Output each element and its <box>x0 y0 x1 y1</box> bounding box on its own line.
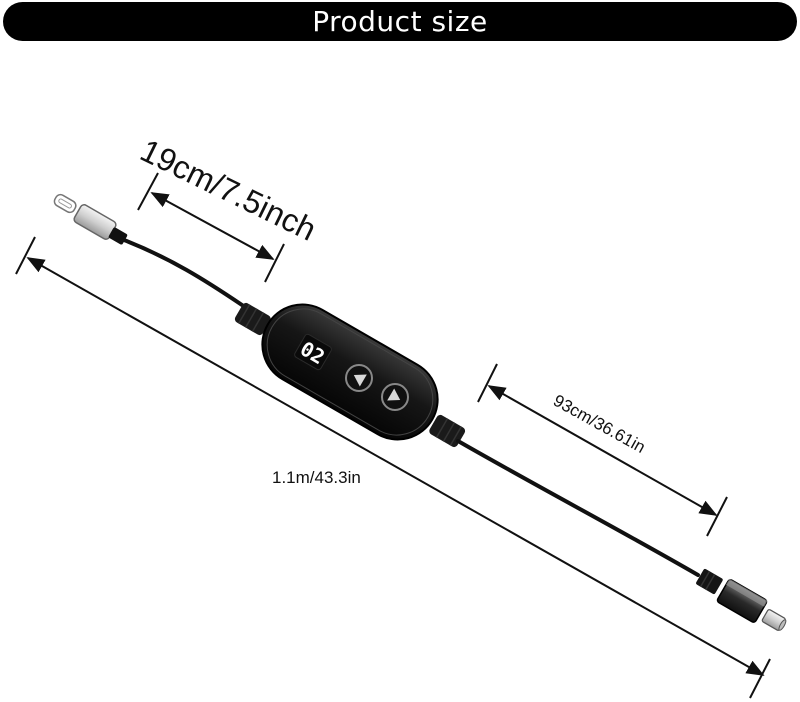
total-length-label: 1.1m/43.3in <box>272 468 361 487</box>
title-banner: Product size <box>3 2 797 41</box>
short-cable-length-label: 19cm/7.5inch <box>135 132 322 248</box>
short-dim-tick-left <box>137 172 159 211</box>
led-display: 02 <box>294 333 332 371</box>
controller-strain-relief-left <box>234 302 271 336</box>
down-button[interactable] <box>381 383 409 411</box>
down-arrow-icon <box>387 388 401 401</box>
long-dim-arrow <box>487 385 718 516</box>
up-button[interactable] <box>345 364 373 392</box>
long-dim-tick-left <box>477 363 498 403</box>
total-dim-tick-right <box>749 658 771 699</box>
long-cable <box>456 439 700 577</box>
up-arrow-icon <box>353 374 367 387</box>
controller-strain-relief-right <box>429 414 466 448</box>
dc-plug-strain-relief <box>696 568 723 595</box>
dimension-total-length: 1.1m/43.3in <box>15 236 771 699</box>
dc-barrel-plug <box>696 568 787 631</box>
short-cable <box>122 238 244 307</box>
usb-c-tip <box>53 193 77 214</box>
long-dim-tick-right <box>706 496 728 537</box>
total-dim-tick-left <box>15 236 36 275</box>
page-title: Product size <box>312 5 488 38</box>
long-cable-length-label: 93cm/36.61in <box>550 391 648 457</box>
short-dim-tick-right <box>264 243 285 283</box>
usb-c-connector <box>53 193 128 245</box>
dimmer-controller: 02 <box>234 302 466 448</box>
dimension-long-cable: 93cm/36.61in <box>477 363 728 537</box>
short-dim-arrow <box>150 192 275 260</box>
total-dim-arrow <box>26 257 765 676</box>
